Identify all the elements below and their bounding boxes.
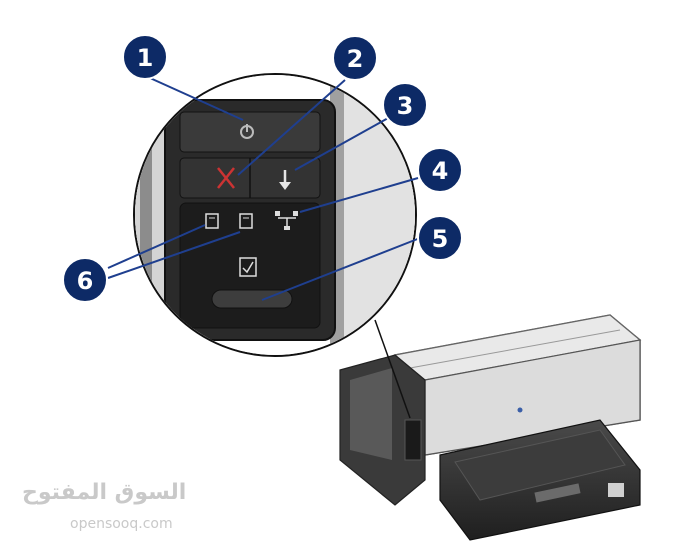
callout-4: 4 [417, 147, 463, 193]
cancel-x-icon [217, 167, 235, 189]
document-icon [239, 257, 257, 277]
tray-right-icon [239, 213, 253, 229]
callout-number: 2 [347, 45, 364, 73]
watermark-arabic: السوق المفتوح [22, 480, 187, 505]
callout-number: 4 [432, 157, 449, 185]
callout-5: 5 [417, 215, 463, 261]
callout-number: 3 [397, 92, 414, 120]
callout-2: 2 [332, 35, 378, 81]
network-icon [275, 211, 298, 230]
callout-number: 5 [432, 225, 449, 253]
tray-left-icon [205, 213, 219, 229]
power-icon [240, 124, 254, 139]
printer-illustration [339, 314, 642, 541]
watermark-latin: opensooq.com [70, 516, 173, 532]
callout-1: 1 [122, 34, 168, 80]
callout-number: 6 [77, 267, 94, 295]
resume-arrow-icon [279, 170, 291, 190]
zoom-leader-line [374, 319, 411, 419]
callout-3: 3 [382, 82, 428, 128]
callout-leader-lines [107, 77, 421, 301]
callout-6: 6 [62, 257, 108, 303]
callout-number: 1 [137, 44, 154, 72]
